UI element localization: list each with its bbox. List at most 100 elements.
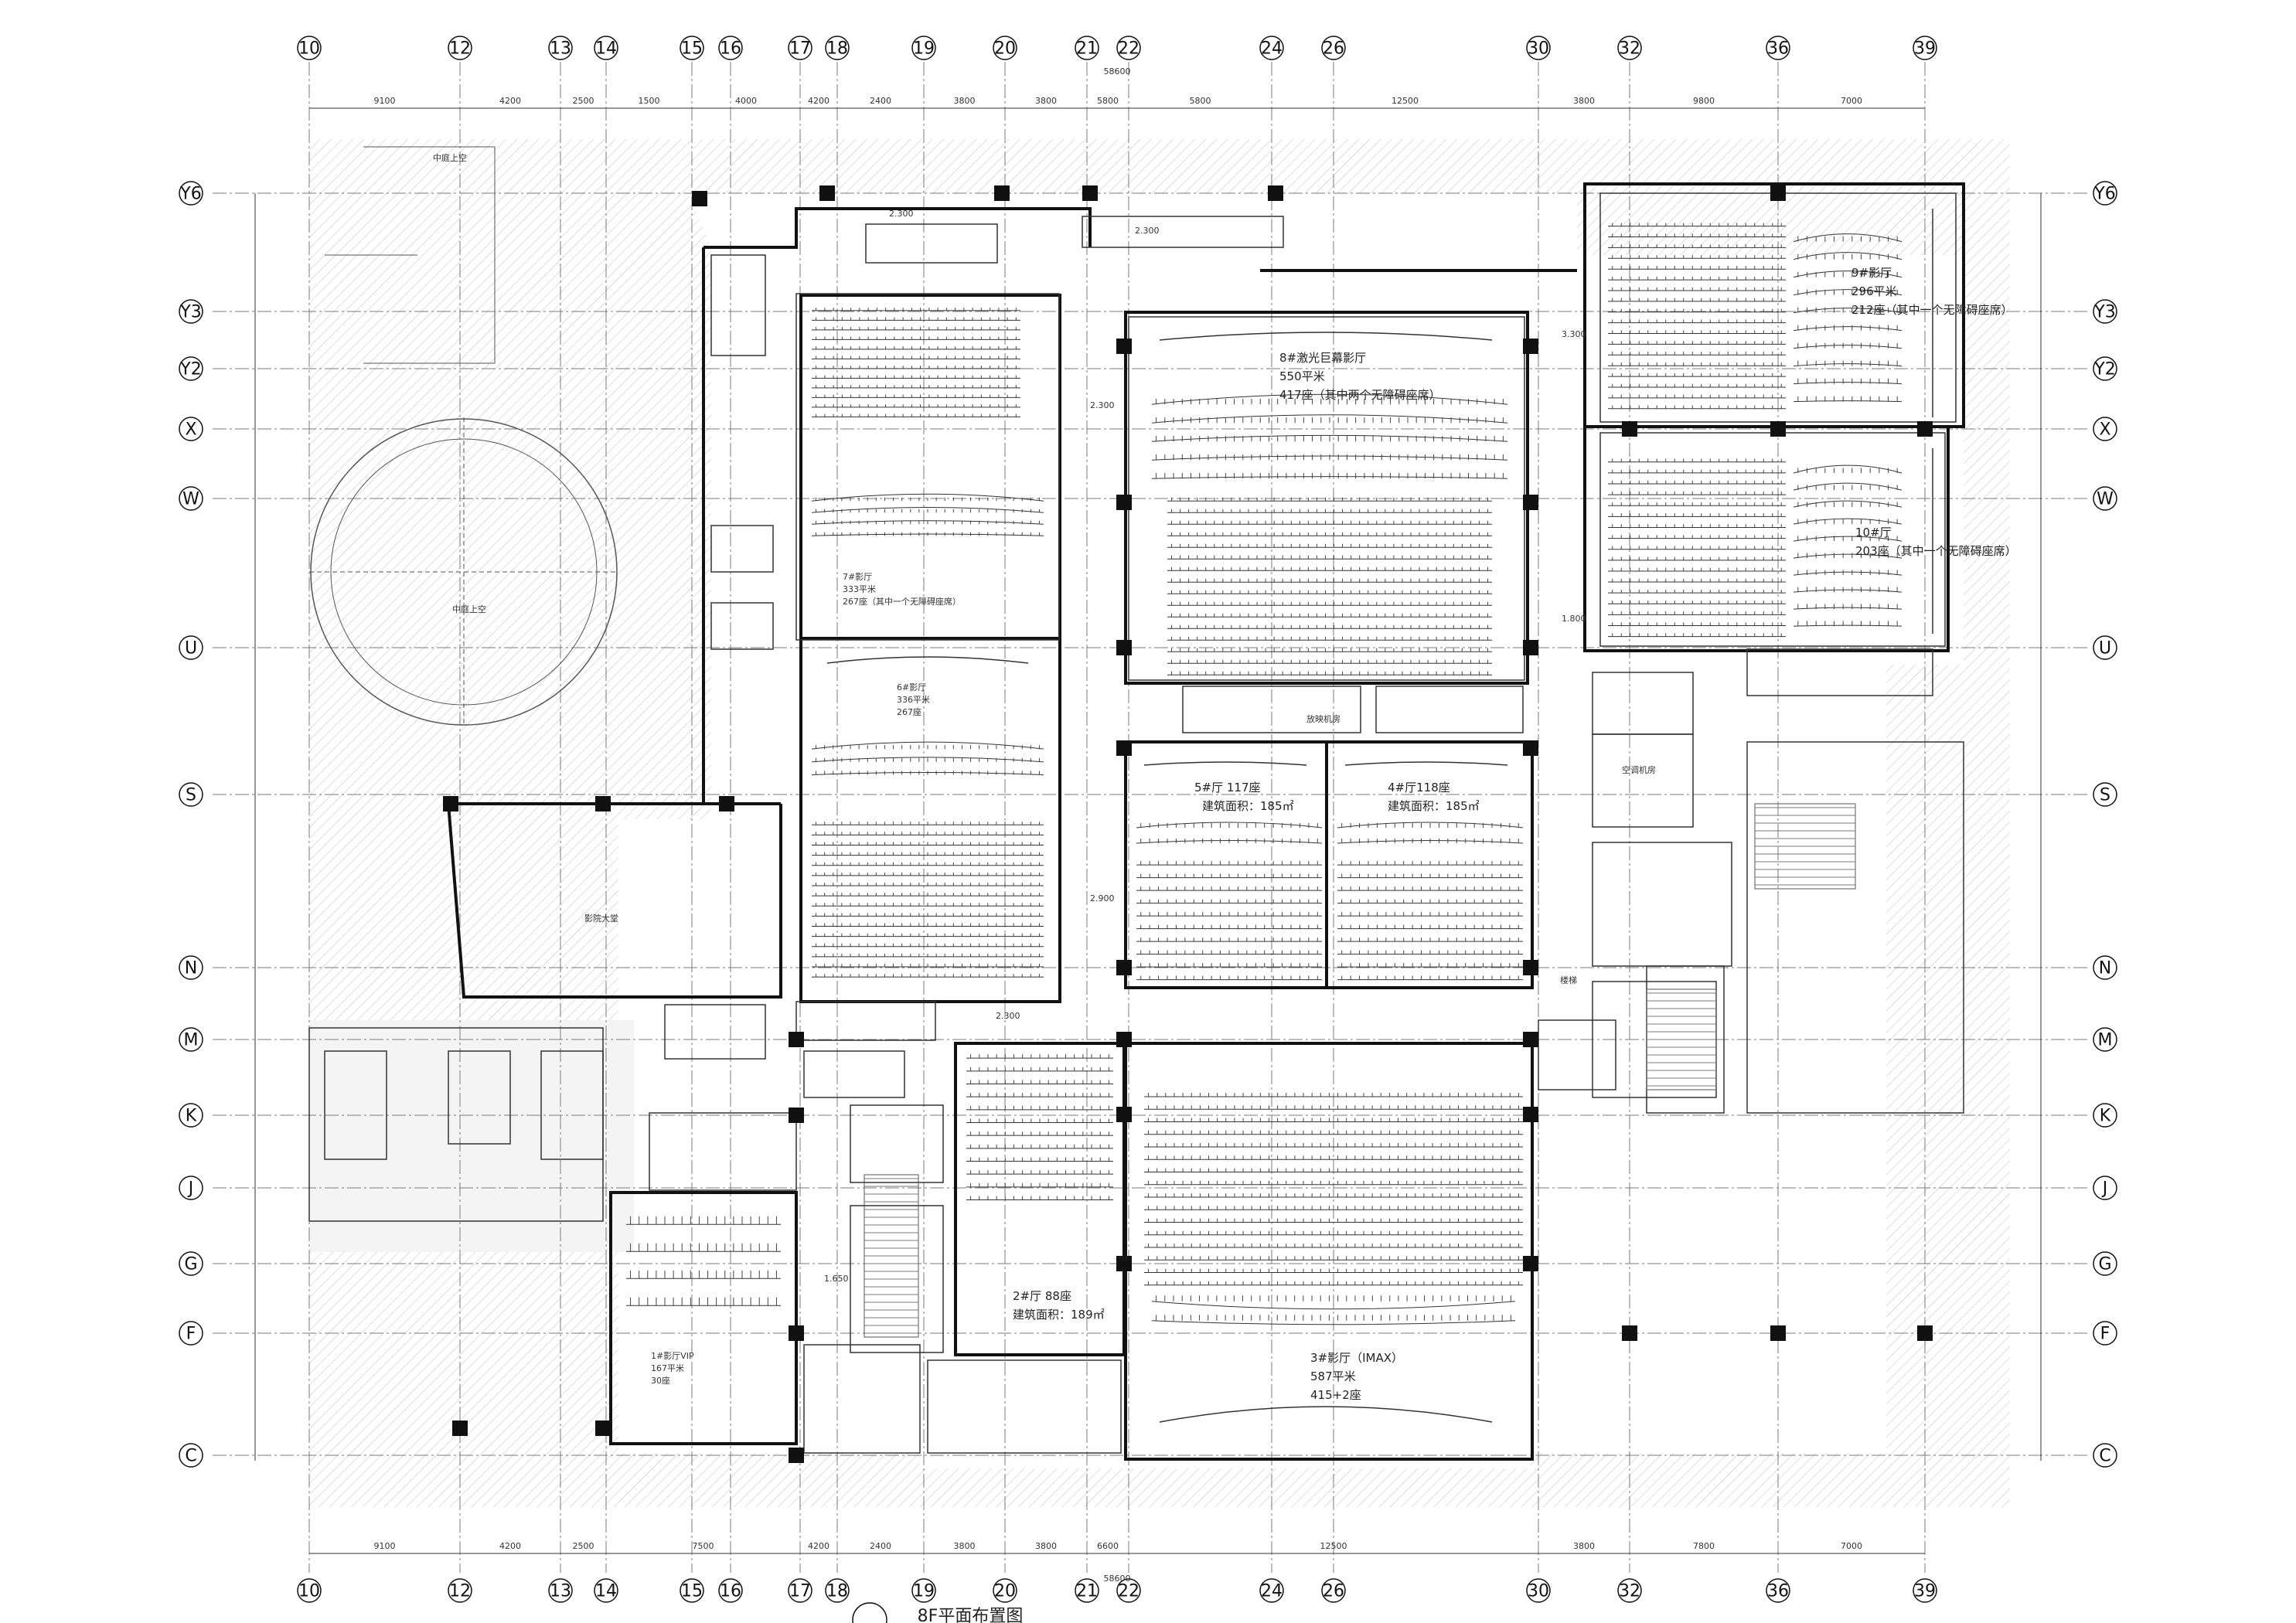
dim-overall-top: 58600 bbox=[1104, 66, 1131, 77]
column-23 bbox=[595, 796, 611, 812]
room-labels: 8#激光巨幕影厅 550平米 417座（其中两个无障碍座席） 9#影厅 296平… bbox=[433, 152, 2017, 1402]
hall1-name: 1#影厅VIP bbox=[651, 1351, 694, 1361]
grid-row-left-Y6: Y6 bbox=[179, 181, 203, 206]
dim-bottom-8: 6600 bbox=[1097, 1541, 1119, 1551]
grid-row-right-Y6: Y6 bbox=[2093, 181, 2117, 206]
grid-row-left-Y3: Y3 bbox=[179, 299, 203, 324]
dim-bottom-3: 7500 bbox=[693, 1541, 714, 1551]
seats-hall6 bbox=[811, 822, 1044, 978]
grid-col-top-15: 15 bbox=[680, 36, 704, 60]
dim-top-10: 5800 bbox=[1190, 96, 1211, 106]
projection-label: 放映机房 bbox=[1306, 713, 1340, 724]
grid-col-bottom-13-label: 13 bbox=[550, 1582, 571, 1601]
level-h: 2.300 bbox=[996, 1011, 1020, 1021]
grid-col-top-16: 16 bbox=[718, 36, 743, 60]
grid-row-right-M: M bbox=[2093, 1027, 2117, 1052]
column-25 bbox=[789, 1032, 804, 1047]
grid-col-top-20: 20 bbox=[993, 36, 1017, 60]
grid-col-bottom-21: 21 bbox=[1075, 1578, 1099, 1603]
column-34 bbox=[1770, 185, 1786, 201]
grid-col-top-21-label: 21 bbox=[1076, 39, 1098, 59]
grid-row-left-S-label: S bbox=[186, 786, 196, 805]
grid-row-right-X: X bbox=[2093, 417, 2117, 441]
grid-row-right-U: U bbox=[2093, 635, 2117, 660]
column-37 bbox=[1622, 421, 1637, 437]
seats-hall5-curved bbox=[1136, 822, 1323, 844]
column-0 bbox=[692, 191, 707, 206]
dim-bottom-11: 7800 bbox=[1693, 1541, 1715, 1551]
grid-col-bottom-30-label: 30 bbox=[1528, 1582, 1549, 1601]
column-32 bbox=[1917, 1325, 1933, 1341]
dim-top-0: 9100 bbox=[374, 96, 396, 106]
hall4-name: 4#厅118座 bbox=[1388, 781, 1450, 794]
grid-row-right-M-label: M bbox=[2098, 1031, 2113, 1050]
dim-top-8: 3800 bbox=[1035, 96, 1057, 106]
grid-col-bottom-19: 19 bbox=[911, 1578, 936, 1603]
grid-col-top-16-label: 16 bbox=[720, 39, 741, 59]
grid-col-top-22: 22 bbox=[1116, 36, 1141, 60]
dim-bottom-7: 3800 bbox=[1035, 1541, 1057, 1551]
column-17 bbox=[1523, 1032, 1538, 1047]
grid-row-left-K-label: K bbox=[186, 1107, 197, 1126]
grid-row-right-Y3: Y3 bbox=[2093, 299, 2117, 324]
grid-row-left-Y6-label: Y6 bbox=[179, 185, 201, 204]
grid-row-left-G-label: G bbox=[184, 1255, 197, 1274]
grid-row-left-C: C bbox=[179, 1443, 203, 1468]
seats-hall5 bbox=[1136, 861, 1322, 981]
grid-col-bottom-13: 13 bbox=[548, 1578, 573, 1603]
hall10-name: 10#厅 bbox=[1855, 526, 1892, 539]
column-27 bbox=[789, 1325, 804, 1341]
grid-row-right-F: F bbox=[2093, 1321, 2117, 1346]
grid-row-right-K-label: K bbox=[2100, 1107, 2111, 1126]
grid-row-right-G-label: G bbox=[2098, 1255, 2111, 1274]
grid-row-right-J-label: J bbox=[2101, 1179, 2108, 1199]
dim-bottom-6: 3800 bbox=[954, 1541, 976, 1551]
grid-col-top-12: 12 bbox=[448, 36, 472, 60]
grid-row-right-W: W bbox=[2093, 486, 2117, 511]
grid-col-bottom-15-label: 15 bbox=[681, 1582, 703, 1601]
grid-row-left-U: U bbox=[179, 635, 203, 660]
hall6-seats: 267座 bbox=[897, 706, 921, 717]
drawing-title: 8F平面布置图 bbox=[918, 1607, 1024, 1623]
hall1-area: 167平米 bbox=[651, 1363, 684, 1373]
grid-col-top-13-label: 13 bbox=[550, 39, 571, 59]
hall3-name: 3#影厅（IMAX） bbox=[1310, 1351, 1403, 1365]
grid-row-right-C: C bbox=[2093, 1443, 2117, 1468]
grid-row-left-G: G bbox=[179, 1251, 203, 1276]
seats-hall10 bbox=[1607, 458, 1787, 638]
grid-col-bottom-26: 26 bbox=[1321, 1578, 1346, 1603]
screen-arcs bbox=[826, 209, 1933, 1423]
column-13 bbox=[1523, 740, 1538, 756]
grid-col-bottom-12-label: 12 bbox=[449, 1582, 471, 1601]
grid-row-right-C-label: C bbox=[2099, 1447, 2110, 1466]
grid-row-right-X-label: X bbox=[2099, 420, 2110, 440]
column-4 bbox=[1268, 185, 1283, 201]
dim-bottom-1: 4200 bbox=[499, 1541, 521, 1551]
seats-hall7-curved bbox=[811, 493, 1044, 536]
grid-col-bottom-22: 22 bbox=[1116, 1578, 1141, 1603]
column-36 bbox=[1917, 421, 1933, 437]
grid-row-left-N-label: N bbox=[185, 959, 197, 978]
column-35 bbox=[1770, 421, 1786, 437]
level-a: 2.300 bbox=[889, 209, 914, 219]
column-2 bbox=[994, 185, 1010, 201]
dim-bottom-2: 2500 bbox=[573, 1541, 594, 1551]
hall7-name: 7#影厅 bbox=[843, 572, 872, 582]
dim-bottom-9: 12500 bbox=[1320, 1541, 1347, 1551]
seats-hall6-curved bbox=[811, 741, 1044, 775]
grid-col-top-18-label: 18 bbox=[826, 39, 848, 59]
grid-col-top-18: 18 bbox=[825, 36, 850, 60]
grid-col-bottom-15: 15 bbox=[680, 1578, 704, 1603]
grid-col-bottom-20-label: 20 bbox=[994, 1582, 1016, 1601]
grid-col-bottom-12: 12 bbox=[448, 1578, 472, 1603]
hall7-seats: 267座（其中一个无障碍座席） bbox=[843, 596, 961, 607]
grid-row-left-W: W bbox=[179, 486, 203, 511]
drawing-title-block: 8F平面布置图 bbox=[852, 1602, 1024, 1623]
dim-top-14: 7000 bbox=[1841, 96, 1862, 106]
column-22 bbox=[443, 796, 458, 812]
grid-bubbles: 1010121213131414151516161717181819192020… bbox=[179, 36, 2117, 1603]
hall6-area: 336平米 bbox=[897, 695, 930, 705]
dim-top-7: 3800 bbox=[954, 96, 976, 106]
hall7-area: 333平米 bbox=[843, 584, 876, 594]
